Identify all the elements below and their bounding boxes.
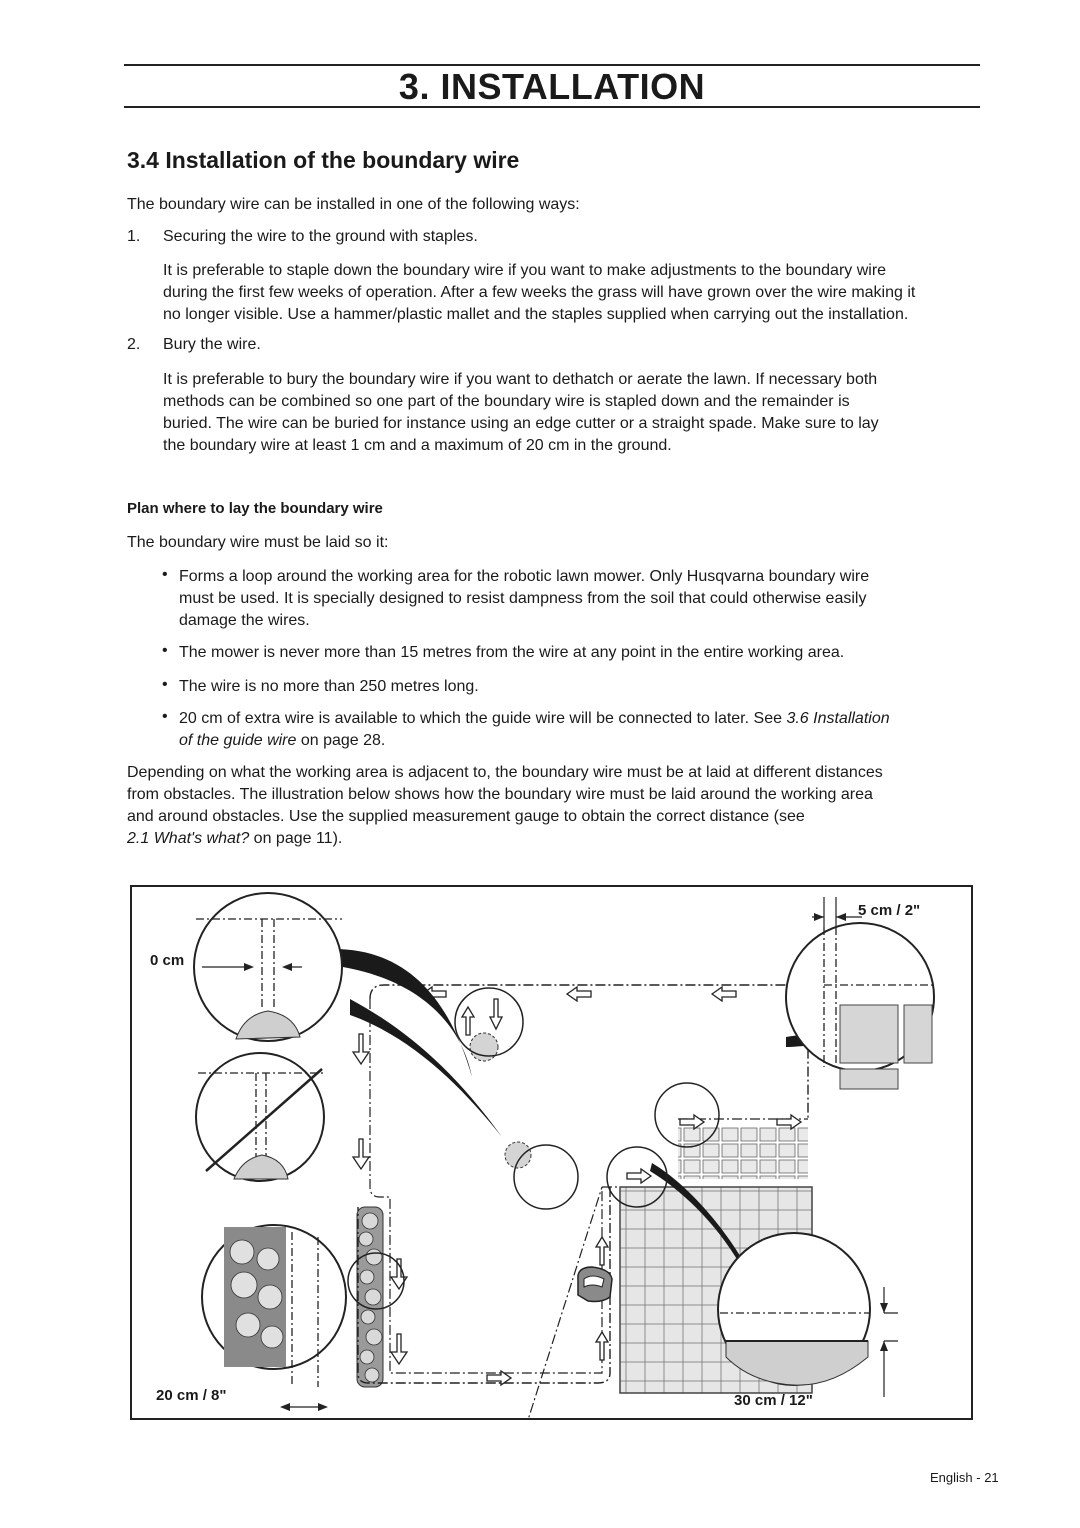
arrow-down-icon <box>389 1258 409 1291</box>
page-footer: English - 21 <box>930 1470 999 1485</box>
tree-obstacle <box>233 1154 289 1180</box>
closing-line-3: and around obstacles. Use the supplied m… <box>127 808 805 825</box>
method-2-title: Bury the wire. <box>163 336 261 353</box>
arrow-left-icon <box>710 985 737 1003</box>
bush-detail <box>229 1239 284 1349</box>
method-2-number: 2. <box>127 336 141 353</box>
plan-intro: The boundary wire must be laid so it: <box>127 534 389 551</box>
bullet-4-line-2: of the guide wire on page 28. <box>179 730 385 752</box>
arrow-right-icon <box>626 1167 653 1185</box>
intro-text: The boundary wire can be installed in on… <box>127 196 580 213</box>
bullet-dot: • <box>162 642 168 659</box>
closing-line-4: 2.1 What's what? on page 11). <box>127 828 342 850</box>
method-1-title: Securing the wire to the ground with sta… <box>163 228 478 245</box>
detail-circle-small <box>513 1144 579 1210</box>
bullet-2-text: The mower is never more than 15 metres f… <box>179 644 845 661</box>
arrow-up-icon <box>594 1330 610 1361</box>
bullet-4-text: 20 cm of extra wire is available to whic… <box>179 710 787 727</box>
cross-reference-link[interactable]: 2.1 What's what? <box>127 830 250 847</box>
detail-circle-wrong <box>195 1052 325 1182</box>
arrow-right-icon <box>776 1113 803 1131</box>
bullet-4-page: on page 28. <box>296 732 386 749</box>
arrow-up-icon <box>460 1005 476 1036</box>
header-rule-top <box>124 64 980 66</box>
detail-wire <box>198 1072 324 1167</box>
section-title: 3.4 Installation of the boundary wire <box>127 147 520 173</box>
arrow-down-icon <box>389 1333 409 1366</box>
measure-line <box>883 1287 898 1397</box>
measure-arrow <box>880 1303 888 1351</box>
cross-out-line <box>205 1068 323 1172</box>
bullet-dot: • <box>162 676 168 693</box>
bullet-3-text: The wire is no more than 250 metres long… <box>179 678 479 695</box>
plan-heading: Plan where to lay the boundary wire <box>127 500 383 517</box>
method-2-line-1: It is preferable to bury the boundary wi… <box>163 371 878 388</box>
chapter-title: 3. INSTALLATION <box>398 66 706 107</box>
detail-wire <box>823 927 932 1067</box>
method-2-line-2: methods can be combined so one part of t… <box>163 393 850 410</box>
bullet-4-line-1: 20 cm of extra wire is available to whic… <box>179 708 890 730</box>
measure-arrow <box>814 913 846 921</box>
detail-circle-small <box>606 1146 668 1208</box>
closing-line-2: from obstacles. The illustration below s… <box>127 786 873 803</box>
method-1-line-1: It is preferable to staple down the boun… <box>163 262 887 279</box>
bullet-1-line-3: damage the wires. <box>179 612 310 629</box>
header-rule-bottom <box>124 106 980 108</box>
tile-detail <box>839 1004 899 1064</box>
arrow-right-icon <box>679 1113 706 1131</box>
tree-obstacle <box>235 1010 301 1040</box>
measure-arrow <box>244 963 292 971</box>
arrow-up-icon <box>594 1235 610 1266</box>
closing-line-1: Depending on what the working area is ad… <box>127 764 883 781</box>
detail-wire <box>196 918 342 1007</box>
tree-obstacle <box>504 1141 532 1169</box>
tile-detail <box>839 1068 899 1090</box>
method-1-line-2: during the first few weeks of operation.… <box>163 284 916 301</box>
method-2-line-4: the boundary wire at least 1 cm and a ma… <box>163 437 672 454</box>
arrow-right-icon <box>486 1369 513 1387</box>
arrow-down-icon <box>488 998 504 1031</box>
detail-circle-small <box>454 987 524 1057</box>
cross-reference-link[interactable]: of the guide wire <box>179 732 297 749</box>
water-detail <box>725 1340 869 1386</box>
method-1-number: 1. <box>127 228 141 245</box>
label-twenty-cm: 20 cm / 8" <box>156 1387 227 1404</box>
tree-obstacle <box>469 1032 499 1062</box>
bullet-1-line-2: must be used. It is specially designed t… <box>179 590 867 607</box>
pointer-sweep <box>330 948 472 1077</box>
bullet-dot: • <box>162 566 168 583</box>
method-1-line-3: no longer visible. Use a hammer/plastic … <box>163 306 909 323</box>
boundary-wire-illustration: 0 cm 20 cm / 8" 5 cm / 2" 30 cm / 12" <box>130 885 973 1465</box>
measure-arrow <box>280 1403 328 1411</box>
arrow-down-icon <box>351 1138 371 1171</box>
label-thirty-cm: 30 cm / 12" <box>734 1392 813 1409</box>
mower-shell <box>583 1275 605 1288</box>
installation-diagram: 0 cm 20 cm / 8" 5 cm / 2" 30 cm / 12" <box>150 892 935 1465</box>
arrow-left-icon <box>565 985 592 1003</box>
closing-page: on page 11). <box>249 830 343 847</box>
tile-row <box>678 1127 808 1179</box>
label-zero-cm: 0 cm <box>150 952 184 969</box>
cross-reference-link[interactable]: 3.6 Installation <box>786 710 890 727</box>
detail-circle-small <box>347 1252 405 1310</box>
bullet-dot: • <box>162 708 168 725</box>
pointer-sweep <box>650 1163 752 1279</box>
detail-circle-small <box>654 1082 720 1148</box>
method-2-line-3: buried. The wire can be buried for insta… <box>163 415 879 432</box>
label-five-cm: 5 cm / 2" <box>858 902 920 919</box>
detail-circle-zero <box>193 892 343 1042</box>
detail-wire <box>291 1232 319 1387</box>
pointer-sweep <box>350 999 502 1137</box>
boundary-wire-inner <box>369 999 603 1374</box>
arrow-down-icon <box>351 1033 371 1066</box>
bullet-1-line-1: Forms a loop around the working area for… <box>179 568 870 585</box>
tile-detail <box>903 1004 933 1064</box>
